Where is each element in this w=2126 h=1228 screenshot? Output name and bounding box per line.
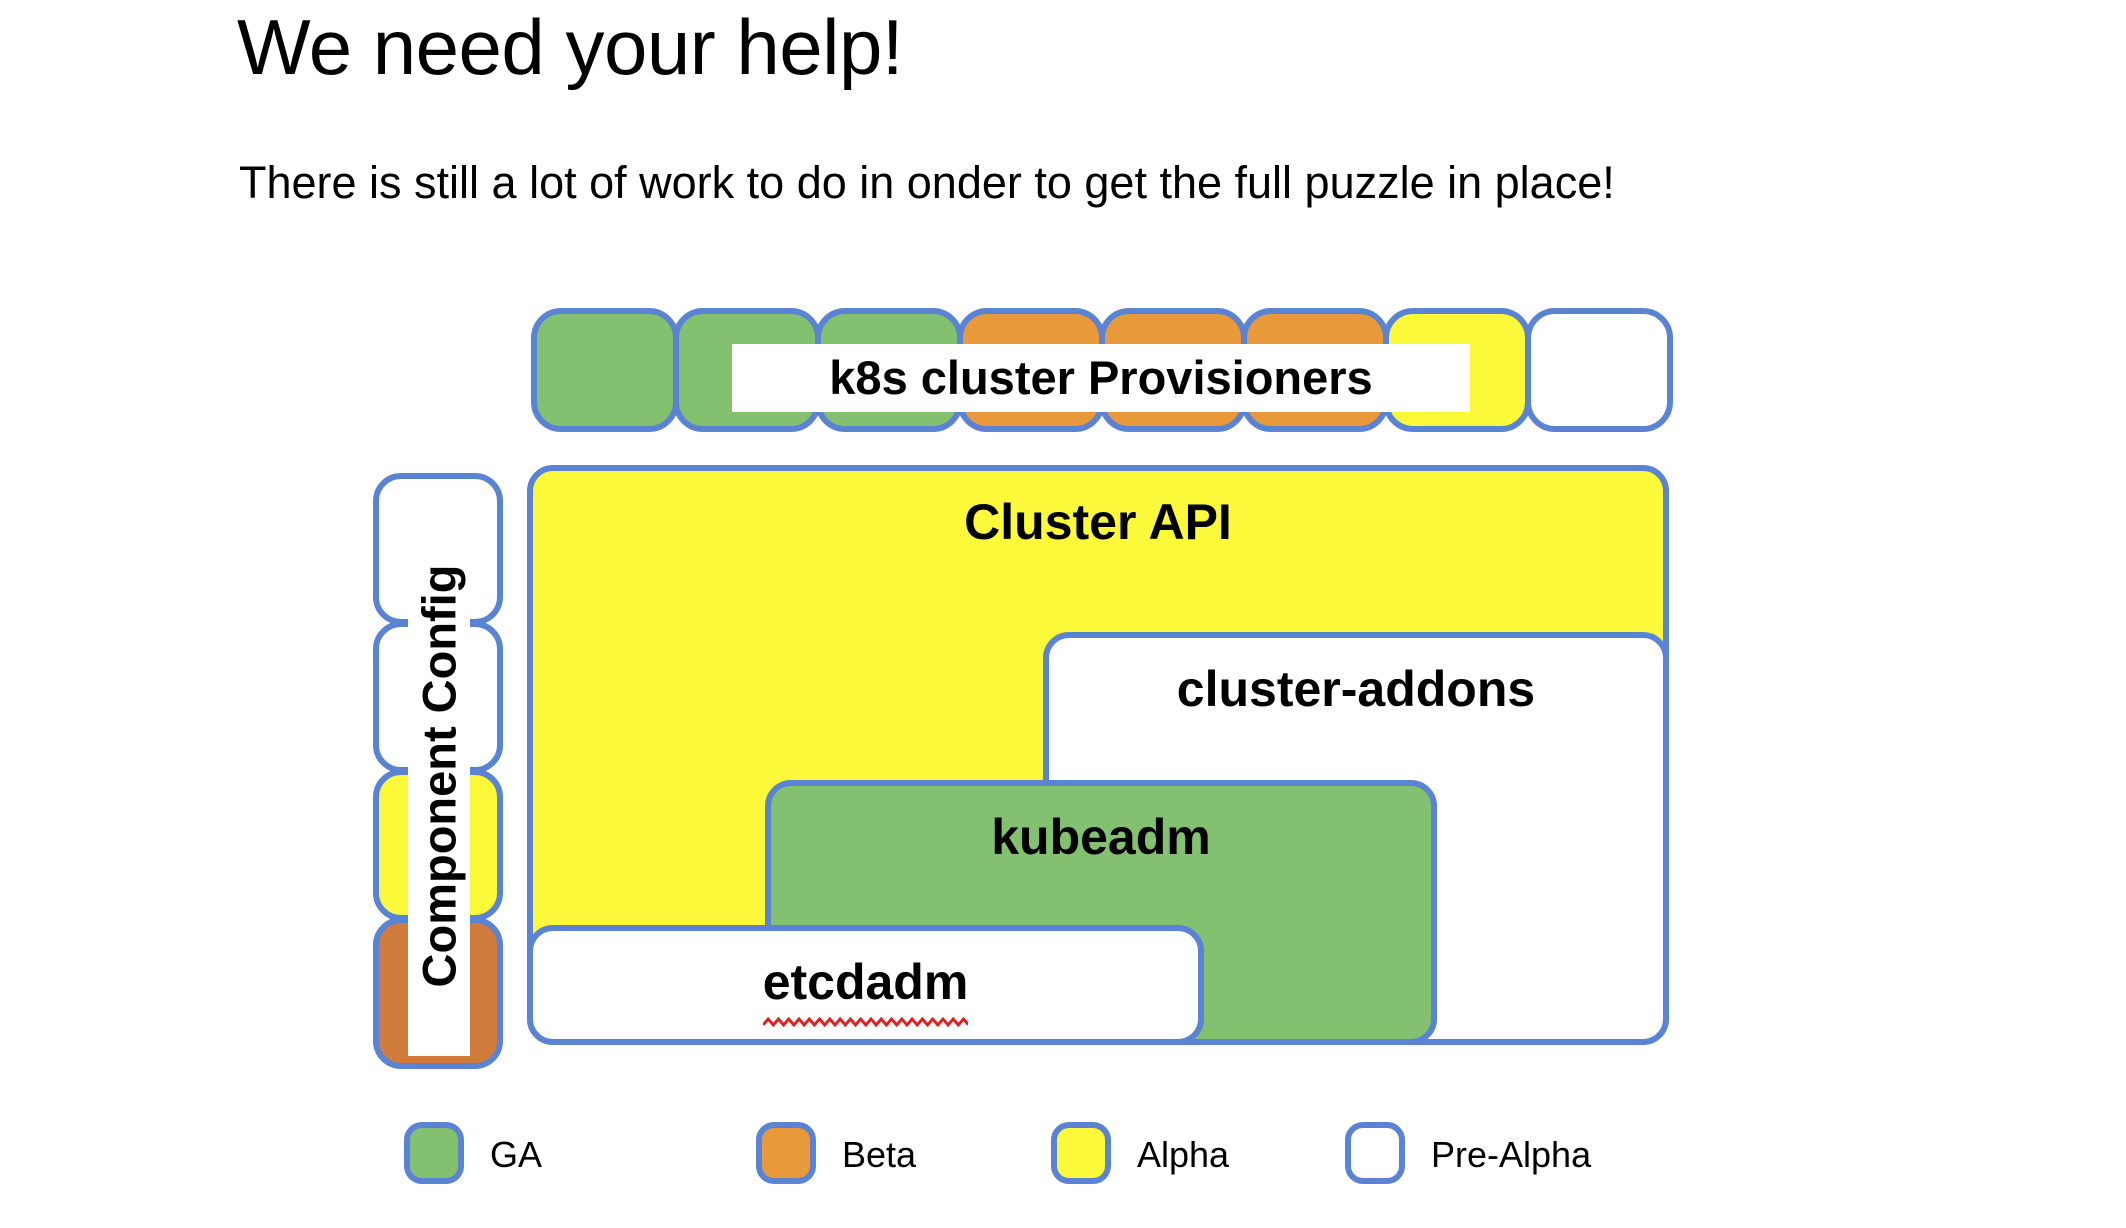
provisioner-box-8 xyxy=(1525,308,1673,432)
kubeadm-label: kubeadm xyxy=(991,809,1211,865)
legend-label-ga: GA xyxy=(490,1134,543,1175)
cluster-addons-label: cluster-addons xyxy=(1176,661,1536,717)
legend-swatch-beta xyxy=(756,1122,816,1184)
provisioner-banner: k8s cluster Provisioners xyxy=(732,344,1470,412)
page-title: We need your help! xyxy=(237,3,904,91)
etcdadm-label: etcdadm xyxy=(762,954,969,1010)
etcdadm-spellcheck-wrap: etcdadm xyxy=(762,953,969,1027)
legend-label-pre-alpha: Pre-Alpha xyxy=(1431,1134,1592,1175)
legend-swatch-ga xyxy=(404,1122,464,1184)
page-subtitle: There is still a lot of work to do in on… xyxy=(239,157,1615,208)
spellcheck-squiggle-icon xyxy=(762,1017,969,1027)
cluster-api-label: Cluster API xyxy=(964,494,1232,550)
component-config-banner: Component Config xyxy=(408,496,470,1056)
etcdadm-label-wrap: etcdadm xyxy=(533,953,1198,1027)
provisioner-banner-label: k8s cluster Provisioners xyxy=(829,351,1373,404)
component-config-label: Component Config xyxy=(412,564,466,988)
provisioner-box-1 xyxy=(531,308,679,432)
legend-swatch-pre-alpha xyxy=(1345,1122,1405,1184)
legend-label-beta: Beta xyxy=(842,1134,917,1175)
legend-label-alpha: Alpha xyxy=(1137,1134,1230,1175)
legend-swatch-alpha xyxy=(1051,1122,1111,1184)
etcdadm-box: etcdadm xyxy=(527,925,1204,1045)
